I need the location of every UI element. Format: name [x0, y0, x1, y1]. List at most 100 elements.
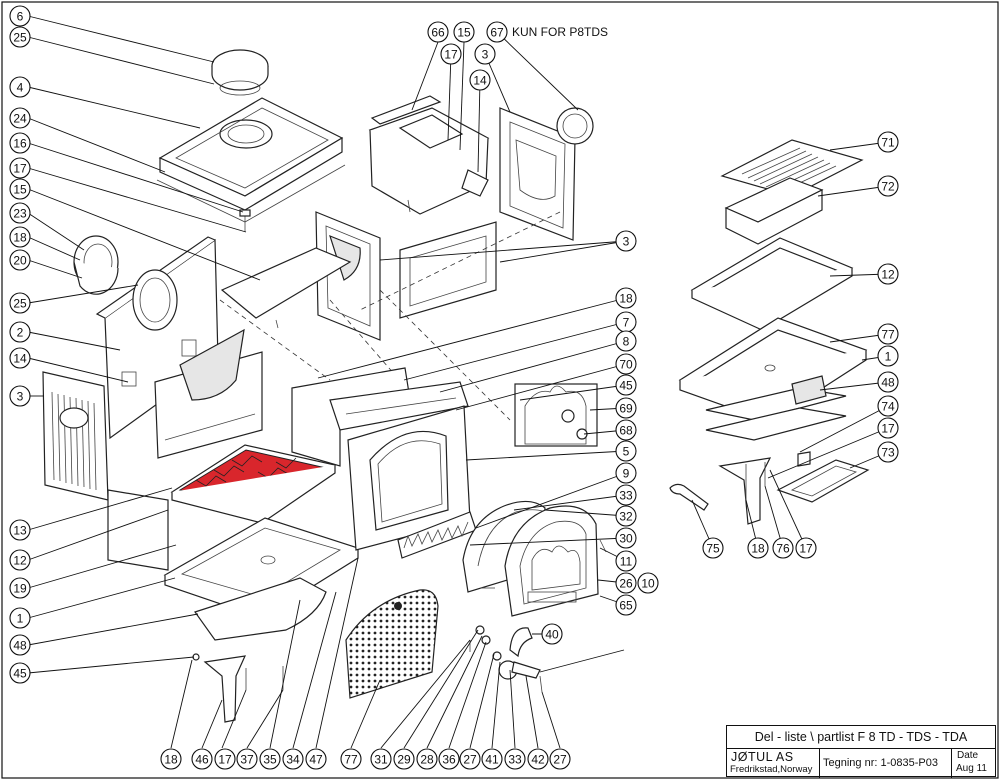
company-address: Fredrikstad,Norway: [730, 764, 813, 775]
callout-number: 35: [263, 753, 277, 767]
callout-circle: [393, 748, 415, 770]
bottom-grate-part: [170, 444, 337, 524]
callout-circle: [637, 572, 659, 594]
callout-number: 7: [623, 316, 630, 330]
callout-number: 3: [17, 390, 24, 404]
callout-45: 45: [615, 374, 637, 396]
callout-number: 31: [374, 753, 388, 767]
callout-12: 12: [9, 549, 31, 571]
callout-circle: [427, 21, 449, 43]
callout-25: 25: [9, 26, 31, 48]
callout-33: 33: [504, 748, 526, 770]
callout-circle: [615, 353, 637, 375]
callout-circle: [9, 226, 31, 248]
callout-number: 65: [619, 599, 633, 613]
callout-68: 68: [615, 419, 637, 441]
callout-5: 5: [615, 440, 637, 462]
callout-circle: [877, 417, 899, 439]
callout-17: 17: [795, 537, 817, 559]
callout-number: 41: [485, 753, 499, 767]
callout-circle: [9, 157, 31, 179]
callout-36: 36: [438, 748, 460, 770]
callout-37: 37: [236, 748, 258, 770]
callout-17: 17: [9, 157, 31, 179]
callout-circle: [9, 132, 31, 154]
callout-circle: [877, 175, 899, 197]
callout-number: 72: [881, 180, 895, 194]
callout-67: 67: [486, 21, 508, 43]
callout-number: 9: [623, 467, 630, 481]
callout-number: 45: [13, 667, 27, 681]
callout-4: 4: [9, 76, 31, 98]
callout-circle: [527, 748, 549, 770]
callout-10: 10: [637, 572, 659, 594]
callout-number: 76: [776, 542, 790, 556]
baffle-bracket-14: [461, 169, 489, 197]
callout-17: 17: [440, 43, 462, 65]
front-frame-part: [347, 405, 471, 551]
callout-number: 12: [881, 268, 895, 282]
callout-circle: [615, 440, 637, 462]
flame-plates-right: [705, 375, 847, 467]
callout-number: 25: [13, 31, 27, 45]
callout-number: 17: [799, 542, 813, 556]
right-side-panel-part: [399, 221, 497, 319]
callout-circle: [615, 594, 637, 616]
callout-circle: [702, 537, 724, 559]
callout-number: 48: [881, 376, 895, 390]
callout-number: 1: [885, 350, 892, 364]
handle-parts: [469, 625, 543, 693]
callout-number: 10: [641, 577, 655, 591]
callout-number: 17: [444, 48, 458, 62]
callout-number: 6: [17, 10, 24, 24]
callout-12: 12: [877, 263, 899, 285]
callout-number: 18: [751, 542, 765, 556]
callout-circle: [486, 21, 508, 43]
callout-number: 27: [463, 753, 477, 767]
callout-circle: [9, 5, 31, 27]
callout-number: 18: [13, 231, 27, 245]
callout-number: 32: [619, 510, 633, 524]
callout-number: 75: [706, 542, 720, 556]
callout-number: 3: [623, 235, 630, 249]
callout-13: 13: [9, 519, 31, 541]
callout-circle: [214, 748, 236, 770]
callout-number: 15: [457, 26, 471, 40]
callout-number: 33: [508, 753, 522, 767]
grate-frame-part: [690, 237, 854, 331]
callout-29: 29: [393, 748, 415, 770]
callout-18: 18: [615, 287, 637, 309]
callout-77: 77: [340, 748, 362, 770]
callout-18: 18: [747, 537, 769, 559]
callout-number: 5: [623, 445, 630, 459]
ash-lip-part: [194, 577, 327, 641]
callout-1: 1: [877, 345, 899, 367]
callout-circle: [615, 484, 637, 506]
poker-tool-part: [669, 483, 709, 511]
callout-number: 36: [442, 753, 456, 767]
callout-number: 14: [473, 74, 487, 88]
callout-circle: [615, 527, 637, 549]
callout-circle: [453, 21, 475, 43]
callout-number: 42: [531, 753, 545, 767]
callout-circle: [370, 748, 392, 770]
date-value: Aug 11: [956, 763, 987, 774]
side-heat-shield-part: [154, 328, 263, 459]
callout-73: 73: [877, 441, 899, 463]
callout-circle: [459, 748, 481, 770]
callout-28: 28: [416, 748, 438, 770]
callout-45: 45: [9, 662, 31, 684]
screw-16: [239, 209, 251, 232]
baffle-plate-part: [368, 95, 490, 215]
company-cell: JØTUL AS Fredrikstad,Norway: [727, 748, 820, 778]
flue-collar-part: [211, 49, 269, 96]
callout-circle: [438, 748, 460, 770]
callout-number: 20: [13, 254, 27, 268]
callout-circle: [474, 43, 496, 65]
callout-number: 70: [619, 358, 633, 372]
callout-circle: [615, 572, 637, 594]
callout-circle: [615, 230, 637, 252]
callout-circle: [9, 549, 31, 571]
